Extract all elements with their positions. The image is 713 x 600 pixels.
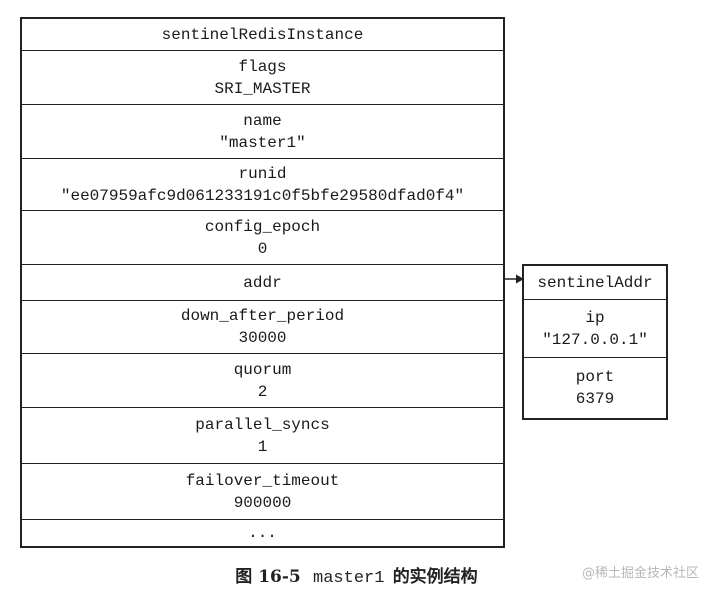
- field-value: 0: [257, 239, 268, 258]
- field-quorum: quorum 2: [22, 354, 503, 408]
- field-value: SRI_MASTER: [214, 79, 311, 98]
- field-ip: ip "127.0.0.1": [524, 300, 666, 358]
- field-ellipsis: ...: [22, 520, 503, 546]
- field-runid: runid "ee07959afc9d061233191c0f5bfe29580…: [22, 159, 503, 211]
- field-name: addr: [243, 273, 282, 292]
- field-name: down_after_period: [180, 307, 345, 325]
- field-value: "127.0.0.1": [542, 330, 648, 349]
- field-value: 900000: [233, 493, 292, 512]
- caption-text: 的实例结构: [392, 567, 478, 587]
- field-name: runid: [238, 164, 287, 183]
- field-name: flags: [238, 57, 287, 76]
- field-name: quorum: [233, 360, 292, 379]
- watermark: @稀土掘金技术社区: [581, 566, 699, 581]
- field-name: name: [243, 111, 282, 130]
- struct-title: sentinelRedisInstance: [161, 25, 364, 44]
- addr-struct-title: sentinelAddr: [537, 273, 653, 292]
- field-addr: addr: [22, 265, 503, 301]
- field-flags: flags SRI_MASTER: [22, 51, 503, 105]
- field-port: port 6379: [524, 358, 666, 418]
- sentinel-addr-struct: sentinelAddr ip "127.0.0.1" port 6379: [522, 264, 668, 420]
- field-name: failover_timeout: [185, 471, 340, 490]
- field-failover-timeout: failover_timeout 900000: [22, 464, 503, 520]
- field-name: ip: [585, 308, 605, 327]
- field-name: config_epoch: [204, 217, 321, 236]
- addr-struct-header-row: sentinelAddr: [524, 266, 666, 300]
- field-value: 2: [257, 382, 268, 401]
- field-value: "master1": [219, 133, 306, 152]
- field-name-row: name "master1": [22, 105, 503, 159]
- addr-pointer-arrow-icon: [505, 274, 524, 284]
- ellipsis-text: ...: [248, 524, 277, 542]
- caption-code: master1: [313, 569, 385, 588]
- field-config-epoch: config_epoch 0: [22, 211, 503, 265]
- sentinel-redis-instance-struct: sentinelRedisInstance flags SRI_MASTER n…: [20, 17, 505, 548]
- field-name: port: [575, 368, 615, 386]
- figure-caption: 图 16-5 master1 的实例结构: [0, 565, 713, 591]
- field-value: 6379: [575, 390, 615, 408]
- field-value: 1: [257, 437, 268, 456]
- field-parallel-syncs: parallel_syncs 1: [22, 408, 503, 464]
- field-down-after-period: down_after_period 30000: [22, 301, 503, 354]
- field-value: 30000: [238, 329, 287, 347]
- field-name: parallel_syncs: [195, 415, 330, 434]
- struct-header-row: sentinelRedisInstance: [22, 19, 503, 51]
- field-value: "ee07959afc9d061233191c0f5bfe29580dfad0f…: [60, 186, 465, 205]
- figure-number: 图 16-5: [235, 567, 301, 587]
